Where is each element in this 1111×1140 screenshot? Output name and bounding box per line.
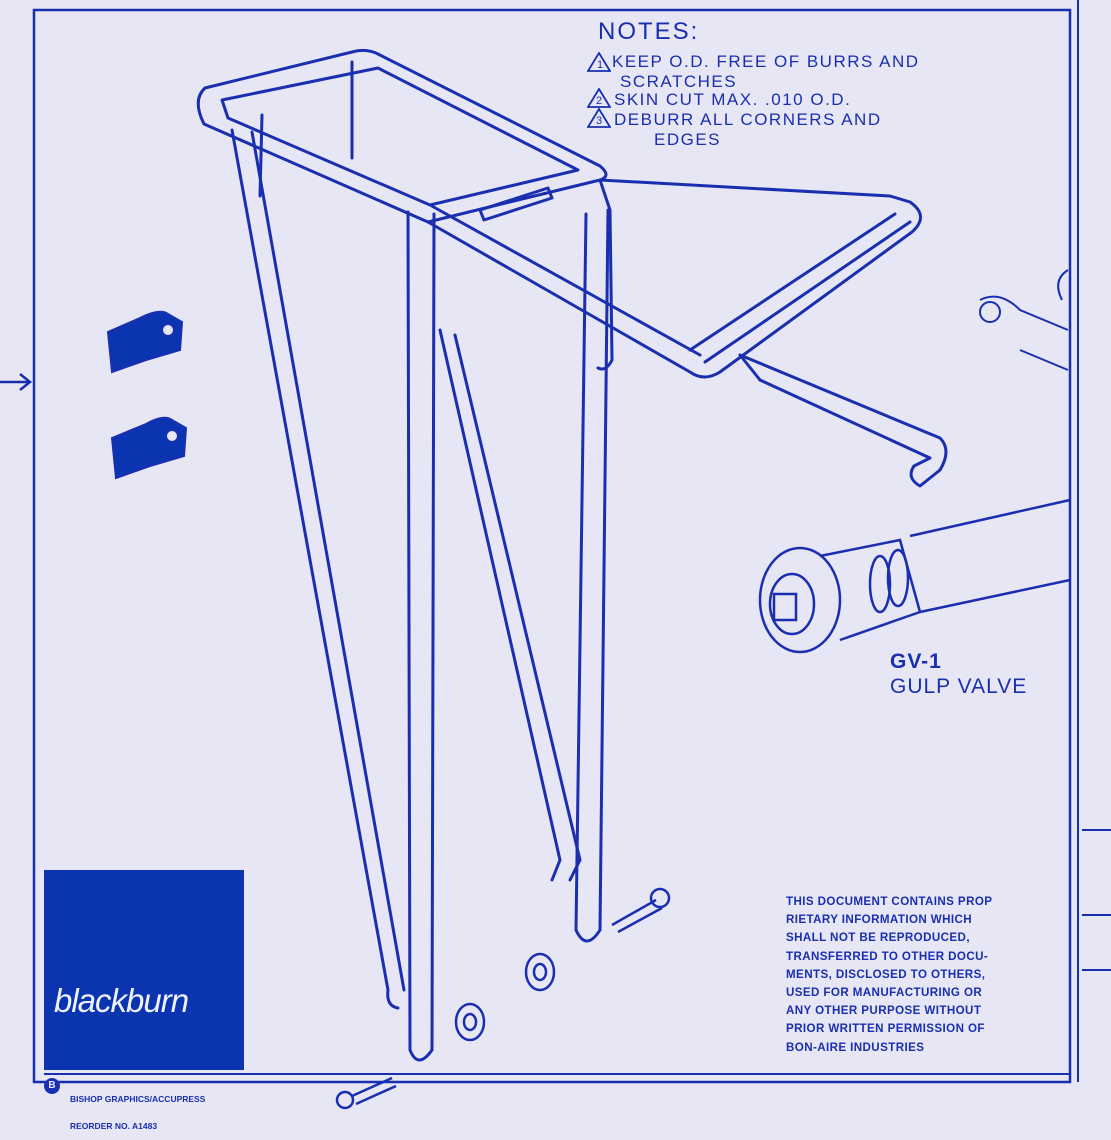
svg-text:2: 2 [596, 95, 602, 107]
notice-line: USED FOR MANUFACTURING OR [786, 986, 983, 1000]
notice-line: SHALL NOT BE REPRODUCED, [786, 931, 970, 945]
note-3-line-2: EDGES [654, 130, 722, 149]
brand-logo-text: blackburn [54, 982, 189, 1019]
brand-logo: blackburn [44, 870, 244, 1070]
note-3-marker-icon: 3 [587, 108, 611, 128]
frame-fragment [979, 269, 1069, 371]
note-2-marker-icon: 2 [587, 88, 611, 108]
publisher-credit: BISHOP GRAPHICS/ACCUPRESS REORDER NO. A1… [70, 1077, 205, 1140]
hardware-parts [335, 887, 671, 1110]
note-1-line-1: KEEP O.D. FREE OF BURRS AND [612, 52, 920, 71]
notice-line: RIETARY INFORMATION WHICH [786, 913, 973, 927]
credit-line: BISHOP GRAPHICS/ACCUPRESS [70, 1094, 206, 1104]
valve-name: GULP VALVE [890, 675, 1028, 698]
notice-line: TRANSFERRED TO OTHER DOCU- [786, 949, 989, 963]
reference-arrow-icon [0, 373, 33, 391]
svg-text:3: 3 [596, 115, 602, 127]
note-2-line-1: SKIN CUT MAX. .010 O.D. [614, 90, 852, 109]
notice-line: PRIOR WRITTEN PERMISSION OF [786, 1022, 985, 1036]
notice-line: THIS DOCUMENT CONTAINS PROP [786, 895, 993, 908]
rack-drawing [0, 0, 1111, 1110]
notice-line: ANY OTHER PURPOSE WITHOUT [786, 1004, 982, 1018]
notice-line: MENTS, DISCLOSED TO OTHERS, [786, 967, 986, 981]
note-1-line-2: SCRATCHES [620, 72, 738, 91]
gulp-valve-drawing [758, 498, 1071, 654]
publisher-mark-icon: B [44, 1078, 60, 1094]
note-1-marker-icon: 1 [587, 52, 611, 72]
valve-code: GV-1 [890, 650, 942, 673]
svg-text:1: 1 [597, 59, 603, 71]
notice-line: BON-AIRE INDUSTRIES [786, 1040, 925, 1054]
credit-line: REORDER NO. A1483 [70, 1121, 158, 1131]
proprietary-notice: THIS DOCUMENT CONTAINS PROP RIETARY INFO… [786, 893, 1071, 1057]
note-3-line-1: DEBURR ALL CORNERS AND [614, 110, 882, 129]
mounting-clips [106, 310, 188, 480]
title-block-rules [1082, 829, 1111, 971]
rack-struts [230, 60, 610, 1062]
sheet-border [32, 8, 1072, 1084]
notes-title: NOTES: [598, 18, 700, 45]
